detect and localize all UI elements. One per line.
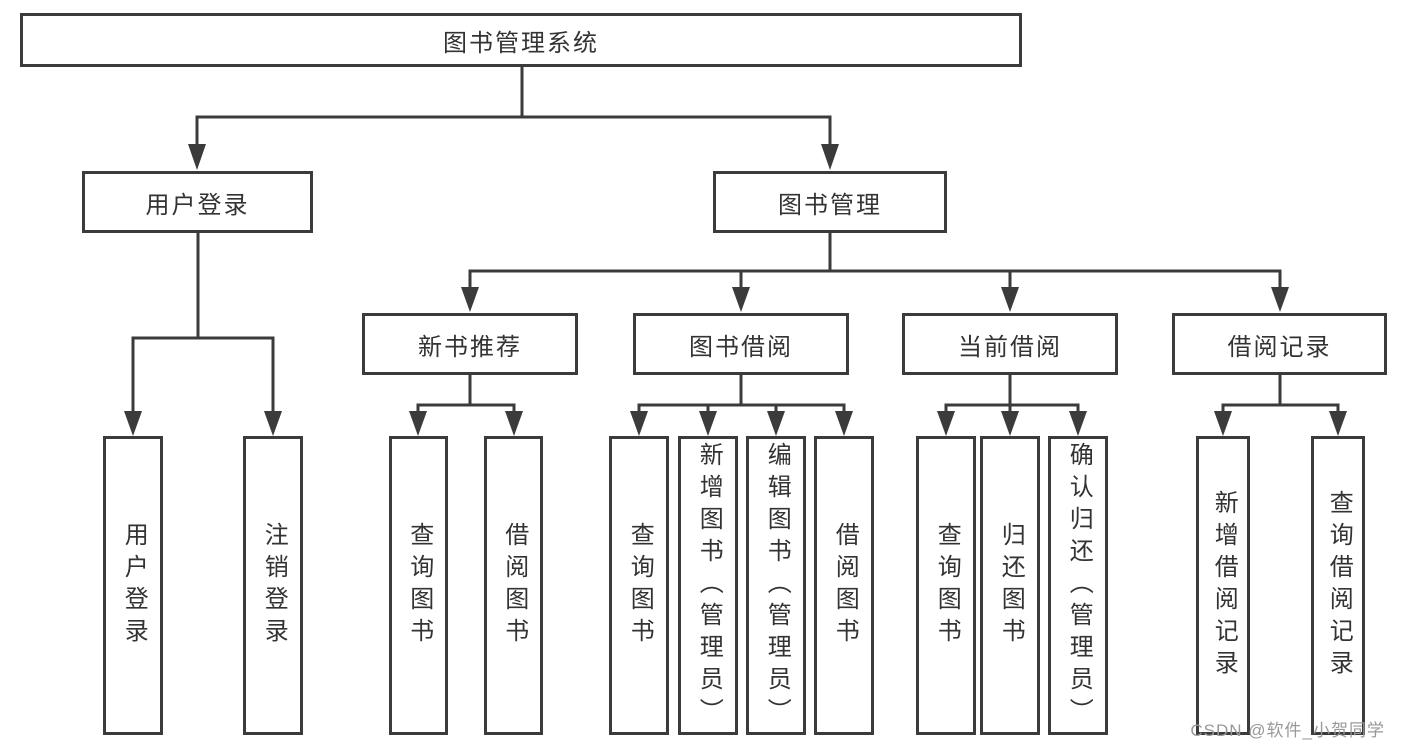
leaf-query-books-1: 查询图书	[389, 436, 448, 735]
connector-user-login	[124, 233, 282, 436]
leaf-query-books-1-label: 查询图书	[405, 521, 433, 650]
node-user-login: 用户登录	[82, 171, 313, 233]
node-current-borrowing: 当前借阅	[902, 313, 1118, 375]
node-user-login-label: 用户登录	[145, 191, 250, 219]
csdn-watermark: CSDN @软件_小贺同学	[1190, 721, 1385, 740]
node-root: 图书管理系统	[20, 13, 1022, 67]
leaf-borrow-books-2-label: 借阅图书	[831, 521, 859, 650]
leaf-borrow-books-1-label: 借阅图书	[500, 521, 528, 650]
leaf-borrow-books-1: 借阅图书	[484, 436, 543, 735]
leaf-edit-books-admin-label: 编辑图书（管理员）	[763, 441, 791, 730]
leaf-query-books-3: 查询图书	[916, 436, 976, 735]
node-book-management-label: 图书管理	[778, 191, 882, 219]
node-book-borrowing-label: 图书借阅	[689, 333, 793, 361]
leaf-query-books-2: 查询图书	[609, 436, 669, 735]
node-current-borrowing-label: 当前借阅	[958, 333, 1062, 361]
connector-current-borrow	[937, 375, 1087, 436]
leaf-confirm-return-admin: 确认归还（管理员）	[1048, 436, 1108, 735]
leaf-logout-label: 注销登录	[260, 521, 288, 650]
node-book-management: 图书管理	[713, 171, 947, 233]
connector-root	[188, 67, 839, 170]
leaf-add-books-admin-label: 新增图书（管理员）	[695, 441, 723, 730]
leaf-query-books-2-label: 查询图书	[626, 521, 654, 650]
leaf-return-books-label: 归还图书	[997, 521, 1025, 650]
leaf-user-login-label: 用户登录	[120, 521, 148, 650]
leaf-query-books-3-label: 查询图书	[933, 521, 961, 650]
connector-book-mgmt	[461, 233, 1289, 312]
leaf-return-books: 归还图书	[980, 436, 1040, 735]
node-book-borrowing: 图书借阅	[633, 313, 849, 375]
node-root-label: 图书管理系统	[443, 29, 599, 57]
leaf-add-borrow-record-label: 新增借阅记录	[1210, 489, 1238, 682]
leaf-logout: 注销登录	[243, 436, 303, 735]
connector-new-book	[409, 375, 523, 436]
leaf-query-borrow-record: 查询借阅记录	[1311, 436, 1365, 735]
leaf-borrow-books-2: 借阅图书	[814, 436, 874, 735]
node-new-book-recommend: 新书推荐	[362, 313, 578, 375]
leaf-edit-books-admin: 编辑图书（管理员）	[746, 436, 806, 735]
leaf-query-borrow-record-label: 查询借阅记录	[1325, 489, 1353, 682]
leaf-confirm-return-admin-label: 确认归还（管理员）	[1065, 441, 1093, 730]
connector-book-borrow	[630, 375, 853, 436]
connector-borrow-record	[1214, 375, 1347, 436]
node-borrowing-records: 借阅记录	[1172, 313, 1387, 375]
leaf-add-books-admin: 新增图书（管理员）	[678, 436, 738, 735]
node-new-book-recommend-label: 新书推荐	[418, 333, 522, 361]
leaf-add-borrow-record: 新增借阅记录	[1196, 436, 1250, 735]
node-borrowing-records-label: 借阅记录	[1227, 333, 1332, 361]
leaf-user-login: 用户登录	[103, 436, 163, 735]
